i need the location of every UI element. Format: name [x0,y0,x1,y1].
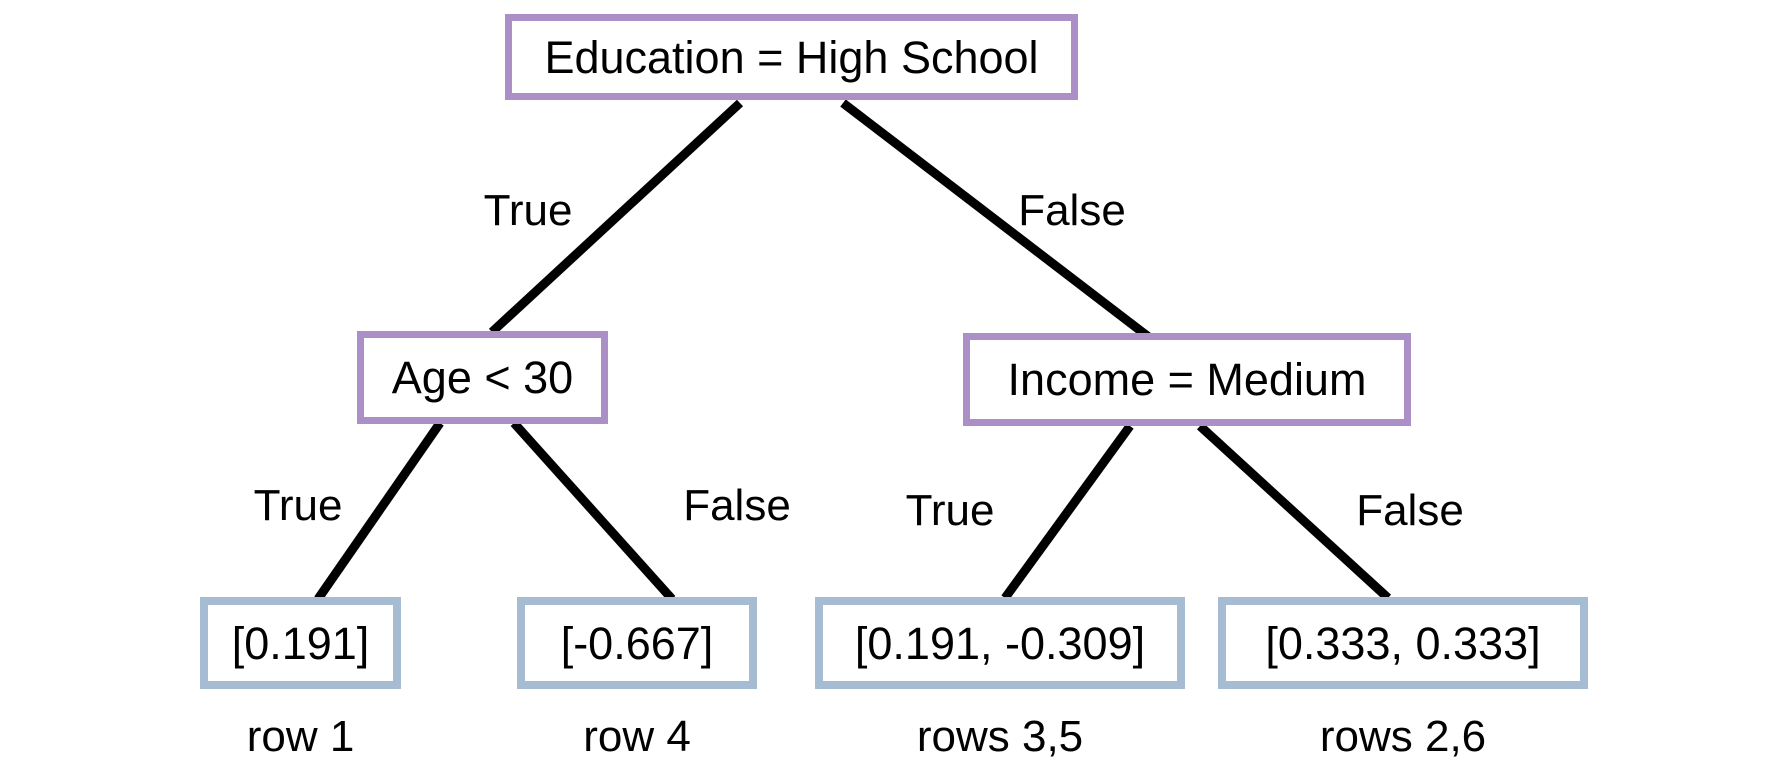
node-age-label: Age < 30 [391,352,574,403]
node-income-label: Income = Medium [1007,354,1367,405]
edge-income-false [1196,422,1392,602]
leaf-value-4: [0.333, 0.333] [1265,617,1541,669]
node-income: Income = Medium [963,333,1411,426]
leaf-value-1: [0.191] [231,617,370,669]
edge-label-root-false: False [1018,186,1126,235]
node-root-label: Education = High School [544,31,1039,83]
leaf-value-2: [-0.667] [560,617,714,669]
leaf-node-4: [0.333, 0.333] [1218,597,1588,689]
leaf-node-2: [-0.667] [517,597,757,689]
leaf-rows-label-4: rows 2,6 [1319,712,1487,761]
edge-root-true [488,99,744,336]
node-root-education: Education = High School [505,14,1078,100]
edge-age-false [510,419,676,603]
leaf-node-1: [0.191] [200,597,401,689]
edge-label-root-true: True [483,186,573,235]
node-age: Age < 30 [357,331,608,424]
edge-income-true [1001,423,1134,601]
edge-root-false [840,99,1153,342]
leaf-rows-label-2: row 4 [583,712,691,761]
leaf-node-3: [0.191, -0.309] [815,597,1185,689]
leaf-rows-label-3: rows 3,5 [916,712,1084,761]
leaf-value-3: [0.191, -0.309] [854,617,1146,669]
edge-label-income-true: True [905,486,995,535]
edge-label-income-false: False [1356,486,1464,535]
leaf-rows-label-1: row 1 [246,712,355,761]
edge-label-age-true: True [253,481,343,530]
edge-age-true [314,420,444,602]
edge-label-age-false: False [683,481,791,530]
